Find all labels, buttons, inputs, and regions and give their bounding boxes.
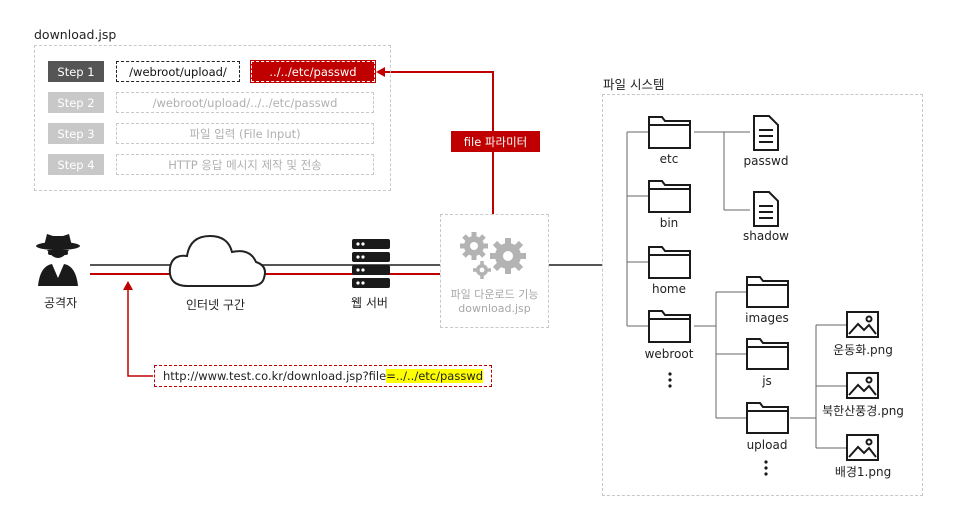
request-url-prefix: http://www.test.co.kr/download.jsp?file — [162, 369, 387, 383]
folder-webroot-label: webroot — [644, 347, 694, 361]
folder-home-icon — [648, 246, 691, 279]
download-feature-file: download.jsp — [458, 302, 531, 315]
download-feature-title: 파일 다운로드 기능 — [450, 288, 539, 301]
folder-upload-icon — [746, 402, 789, 434]
param-arrowhead-icon — [376, 67, 385, 77]
more-webroot-ellipsis-icon — [764, 460, 768, 476]
folder-etc-icon — [648, 116, 691, 149]
folder-bin-label: bin — [659, 216, 679, 230]
more-folders-ellipsis-icon — [668, 372, 672, 388]
file-param-badge: file 파라미터 — [451, 131, 540, 152]
image-file-icon — [846, 311, 879, 338]
file-image-label: 북한산풍경.png — [822, 404, 904, 418]
folder-images-icon — [746, 276, 789, 308]
step-1-label: Step 1 — [48, 61, 104, 82]
step-4-desc: HTTP 응답 메시지 제작 및 전송 — [116, 154, 374, 175]
file-image-label: 배경1.png — [834, 465, 892, 479]
folder-upload-label: upload — [746, 438, 788, 452]
step-1-param-value: ../../etc/passwd — [250, 60, 376, 83]
download-panel — [34, 45, 391, 191]
gears-icon — [460, 232, 526, 279]
folder-images-label: images — [745, 311, 789, 325]
request-url-param: =../../etc/passwd — [386, 369, 484, 383]
step-3-desc: 파일 입력 (File Input) — [116, 123, 374, 144]
folder-etc-label: etc — [659, 152, 679, 166]
attacker-icon — [36, 234, 80, 286]
cloud-icon — [168, 234, 266, 287]
server-icon — [352, 239, 390, 288]
url-arrowhead-icon — [123, 281, 133, 290]
step-2-label: Step 2 — [48, 92, 104, 113]
folder-home-label: home — [651, 282, 687, 296]
filesystem-title: 파일 시스템 — [603, 77, 665, 92]
request-url-box: http://www.test.co.kr/download.jsp?file=… — [154, 365, 492, 387]
param-arrow-line — [382, 71, 494, 214]
image-file-icon — [846, 372, 879, 399]
folder-webroot-icon — [648, 310, 691, 343]
attacker-label: 공격자 — [44, 296, 78, 310]
filesystem-panel — [602, 94, 923, 496]
file-passwd-label: passwd — [743, 154, 789, 168]
folder-js-icon — [746, 338, 789, 370]
internet-label: 인터넷 구간 — [186, 298, 246, 312]
file-shadow-label: shadow — [743, 229, 789, 243]
step-4-label: Step 4 — [48, 154, 104, 175]
step-1-path: /webroot/upload/ — [116, 61, 240, 82]
tree-lines — [626, 131, 846, 449]
url-arrow-line — [127, 288, 153, 377]
step-2-path: /webroot/upload/../../etc/passwd — [116, 92, 374, 113]
folder-bin-icon — [648, 180, 691, 213]
step-3-label: Step 3 — [48, 123, 104, 144]
download-feature-box — [440, 214, 549, 328]
download-feature-label: 파일 다운로드 기능 download.jsp — [440, 288, 549, 316]
folder-js-label: js — [762, 374, 772, 388]
file-passwd-icon — [753, 115, 779, 151]
file-image-label: 운동화.png — [833, 343, 893, 357]
download-panel-title: download.jsp — [34, 27, 117, 42]
webserver-label: 웹 서버 — [351, 296, 388, 310]
file-shadow-icon — [753, 191, 779, 227]
image-file-icon — [846, 434, 879, 461]
